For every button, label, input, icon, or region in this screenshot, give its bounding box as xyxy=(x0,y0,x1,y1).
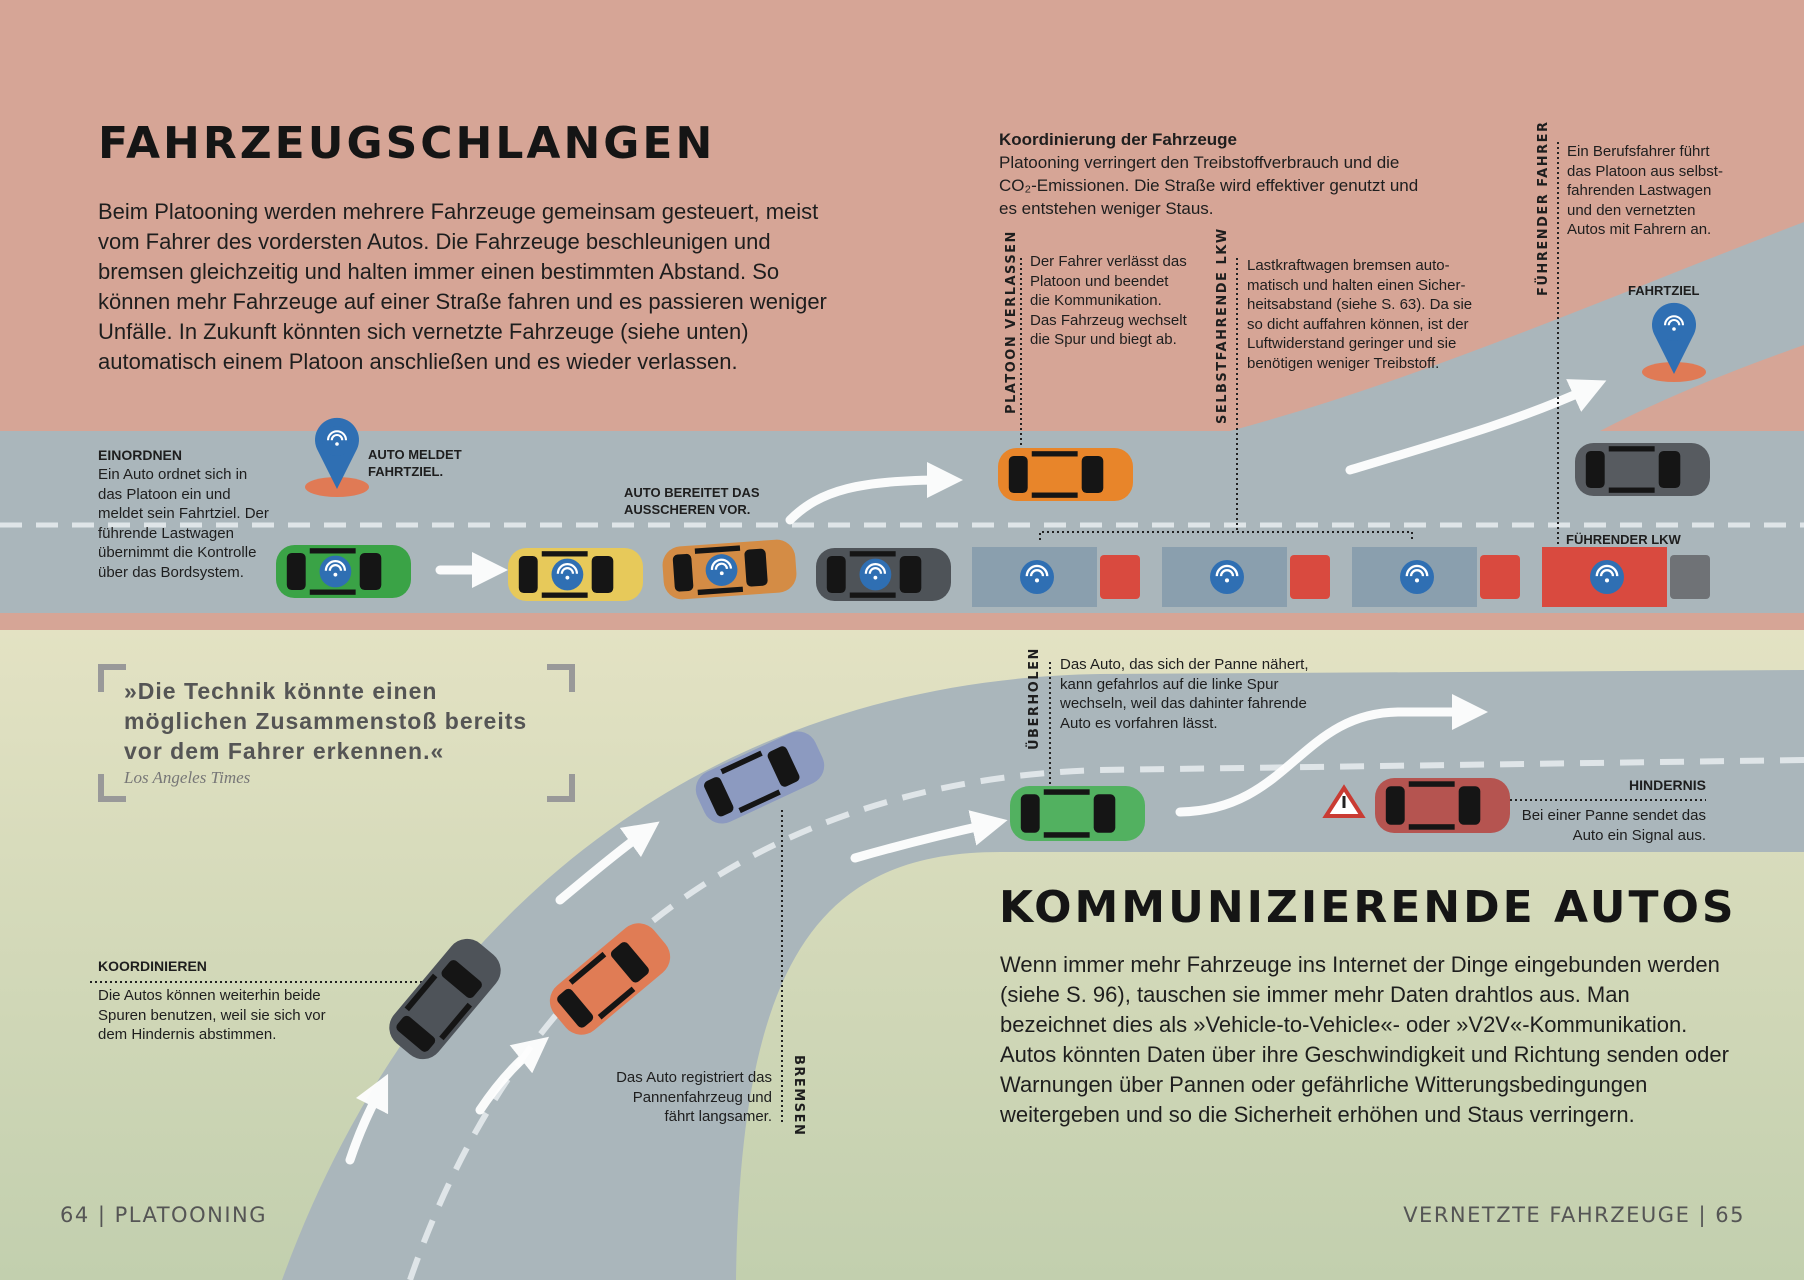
bremsen-text: Das Auto registriert das Pannenfahrzeug … xyxy=(616,1069,772,1125)
destination-pin-icon xyxy=(1642,302,1706,382)
car-broken-down-red xyxy=(1375,778,1510,833)
page-title-left: FAHRZEUGSCHLANGEN xyxy=(98,118,716,169)
auto-meldet-label: AUTO MELDET FAHRTZIEL. xyxy=(368,447,462,479)
lead-truck xyxy=(1542,547,1710,607)
wifi-icon xyxy=(1400,560,1434,594)
truck-2 xyxy=(1162,547,1330,607)
hindernis-title: HINDERNIS xyxy=(1628,777,1706,793)
ueberholen-label: ÜBERHOLEN xyxy=(1027,647,1042,750)
quote-source: Los Angeles Times xyxy=(124,768,251,787)
platoon-verlassen-label: PLATOON VERLASSEN xyxy=(1004,230,1019,414)
direction-arrows xyxy=(345,379,1607,1165)
car-dark-lower xyxy=(389,938,501,1060)
platoon-verlassen-text: Der Fahrer ver­lässt das Platoon und bee… xyxy=(1030,253,1187,348)
einordnen-title: EINORDNEN xyxy=(98,447,183,463)
wifi-icon xyxy=(1020,560,1054,594)
car-dark xyxy=(816,548,951,601)
wifi-icon xyxy=(551,558,584,591)
koordinierung-title: Koordinierung der Fahrzeuge xyxy=(999,130,1238,149)
wifi-icon xyxy=(705,554,738,586)
fuehrender-fahrer-label: FÜHRENDER FAHRER xyxy=(1536,120,1551,296)
wifi-icon xyxy=(1210,560,1244,594)
einordnen-text: Ein Auto ordnet sich in das Platoon ein … xyxy=(98,466,269,581)
wifi-icon xyxy=(1659,311,1689,341)
koordinieren-title: KOORDINIEREN xyxy=(98,958,207,974)
truck-1 xyxy=(972,547,1140,607)
koordinierung-text: Platooning verringert den Treibstoffverb… xyxy=(999,153,1419,218)
wifi-icon xyxy=(1590,560,1624,594)
car-green xyxy=(276,545,411,598)
fuehrender-fahrer-text: Ein Berufsfahrer führt das Platoon aus s… xyxy=(1567,143,1723,238)
truck-3 xyxy=(1352,547,1520,607)
car-blue-braking xyxy=(695,731,825,824)
hindernis-text: Bei einer Panne sendet das Auto ein Sign… xyxy=(1521,807,1706,844)
car-yellow xyxy=(508,548,643,601)
car-leaving-orange xyxy=(998,448,1133,501)
selbstfahrende-lkw-text: Lastkraftwagen bremsen auto­matisch und … xyxy=(1247,257,1473,372)
location-pin-icon xyxy=(305,417,369,497)
fuehrender-lkw-label: FÜHRENDER LKW xyxy=(1566,532,1681,547)
callout-lines xyxy=(90,142,1706,1122)
lower-lane-divider xyxy=(407,757,1804,1280)
footer-right: VERNETZTE FAHRZEUGE | 65 xyxy=(1403,1203,1745,1227)
car-exited-grey xyxy=(1575,443,1710,496)
footer-left: 64 | PLATOONING xyxy=(60,1203,267,1227)
warning-icon xyxy=(1322,784,1366,818)
wifi-icon xyxy=(319,555,352,588)
quote-text: »Die Technik könnte einen möglichen Zusa… xyxy=(124,678,528,764)
ueberholen-text: Das Auto, das sich der Panne nähert, kan… xyxy=(1060,656,1309,732)
fahrtziel-label: FAHRTZIEL xyxy=(1628,283,1700,298)
quote-content: »Die Technik könnte einen möglichen Zusa… xyxy=(124,676,554,788)
car-orange-lower xyxy=(549,923,671,1035)
bremsen-label: BREMSEN xyxy=(791,1055,806,1137)
wifi-icon xyxy=(859,558,892,591)
car-orange xyxy=(662,539,797,600)
quote-brackets xyxy=(98,664,575,802)
koordinieren-text: Die Autos können weiterhin beide Spuren … xyxy=(98,987,326,1043)
intro-text: Beim Platooning werden mehrere Fahrzeuge… xyxy=(98,199,827,374)
right-body-text: Wenn immer mehr Fahrzeuge ins Internet d… xyxy=(1000,952,1729,1127)
quote-box: »Die Technik könnte einen möglichen Zusa… xyxy=(98,664,575,802)
selbstfahrende-lkw-label: SELBSTFAHRENDE LKW xyxy=(1215,227,1230,424)
page-title-right: KOMMUNIZIERENDE AUTOS xyxy=(999,882,1737,933)
car-overtaking-green xyxy=(1010,786,1145,841)
auto-bereitet-label: AUTO BEREITET DAS AUSSCHEREN VOR. xyxy=(624,485,760,517)
wifi-icon xyxy=(322,426,352,456)
